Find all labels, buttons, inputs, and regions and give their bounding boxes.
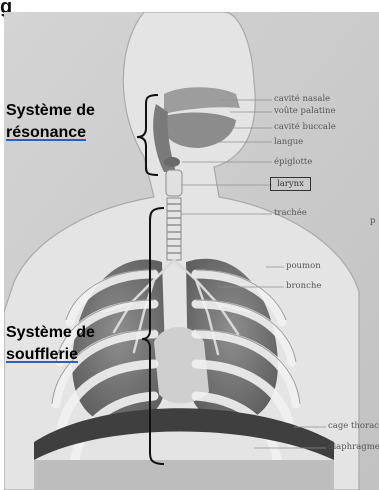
anatomy-illustration: cavité nasale voûte palatine cavité bucc… xyxy=(4,12,379,490)
epiglottis xyxy=(164,157,180,167)
label-tongue: langue xyxy=(274,137,303,147)
label-larynx: larynx xyxy=(270,177,311,191)
larynx-shape xyxy=(166,170,182,196)
label-nasal-cavity: cavité nasale xyxy=(274,94,330,104)
label-epiglottis: épiglotte xyxy=(274,157,312,167)
respiratory-system-drawing xyxy=(4,12,379,490)
abdomen-band xyxy=(34,460,334,490)
soufflerie-system-label: Système de soufflerie xyxy=(6,322,95,366)
resonance-label-line2: résonance xyxy=(6,122,95,144)
soufflerie-label-line1: Système de xyxy=(6,322,95,344)
label-trachea: trachée xyxy=(274,208,307,218)
label-oral-cavity: cavité buccale xyxy=(274,122,336,132)
label-diaphragm: diaphragme xyxy=(328,442,379,452)
label-bronchus: bronche xyxy=(286,281,321,291)
label-rib-cage: cage thoraciq xyxy=(328,421,379,431)
resonance-system-label: Système de résonance xyxy=(6,100,95,144)
soufflerie-label-line2: soufflerie xyxy=(6,344,95,366)
label-lung: poumon xyxy=(286,261,321,271)
label-margin-letter: p xyxy=(370,216,375,226)
label-hard-palate: voûte palatine xyxy=(274,106,335,116)
resonance-label-line1: Système de xyxy=(6,100,95,122)
